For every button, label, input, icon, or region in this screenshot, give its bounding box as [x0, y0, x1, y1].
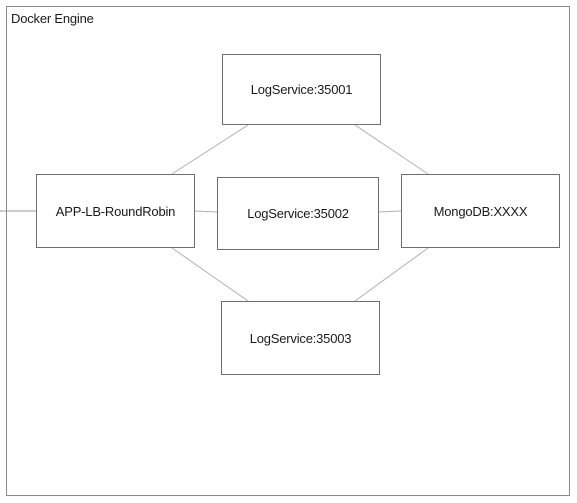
docker-engine-frame [6, 6, 570, 496]
connector-app-log2 [194, 210, 218, 213]
connector-log2-mongo [378, 210, 402, 213]
connector-log1-mongo [354, 124, 429, 175]
connector-log3-mongo [354, 247, 429, 302]
connector-app-log3 [171, 247, 249, 302]
node-log-service-35001[interactable]: LogService:35001 [222, 54, 381, 125]
connector-app-log1 [171, 124, 249, 175]
node-mongodb[interactable]: MongoDB:XXXX [401, 174, 560, 248]
node-log-service-35003[interactable]: LogService:35003 [221, 301, 380, 375]
frame-title: Docker Engine [11, 11, 94, 26]
node-label: LogService:35002 [247, 206, 349, 221]
node-label: MongoDB:XXXX [433, 203, 528, 219]
node-label: LogService:35003 [249, 330, 352, 346]
node-label: LogService:35001 [250, 82, 353, 97]
node-label: APP-LB-RoundRobin [55, 203, 176, 219]
node-log-service-35002[interactable]: LogService:35002 [217, 177, 379, 250]
node-app-lb-roundrobin[interactable]: APP-LB-RoundRobin [36, 174, 195, 248]
